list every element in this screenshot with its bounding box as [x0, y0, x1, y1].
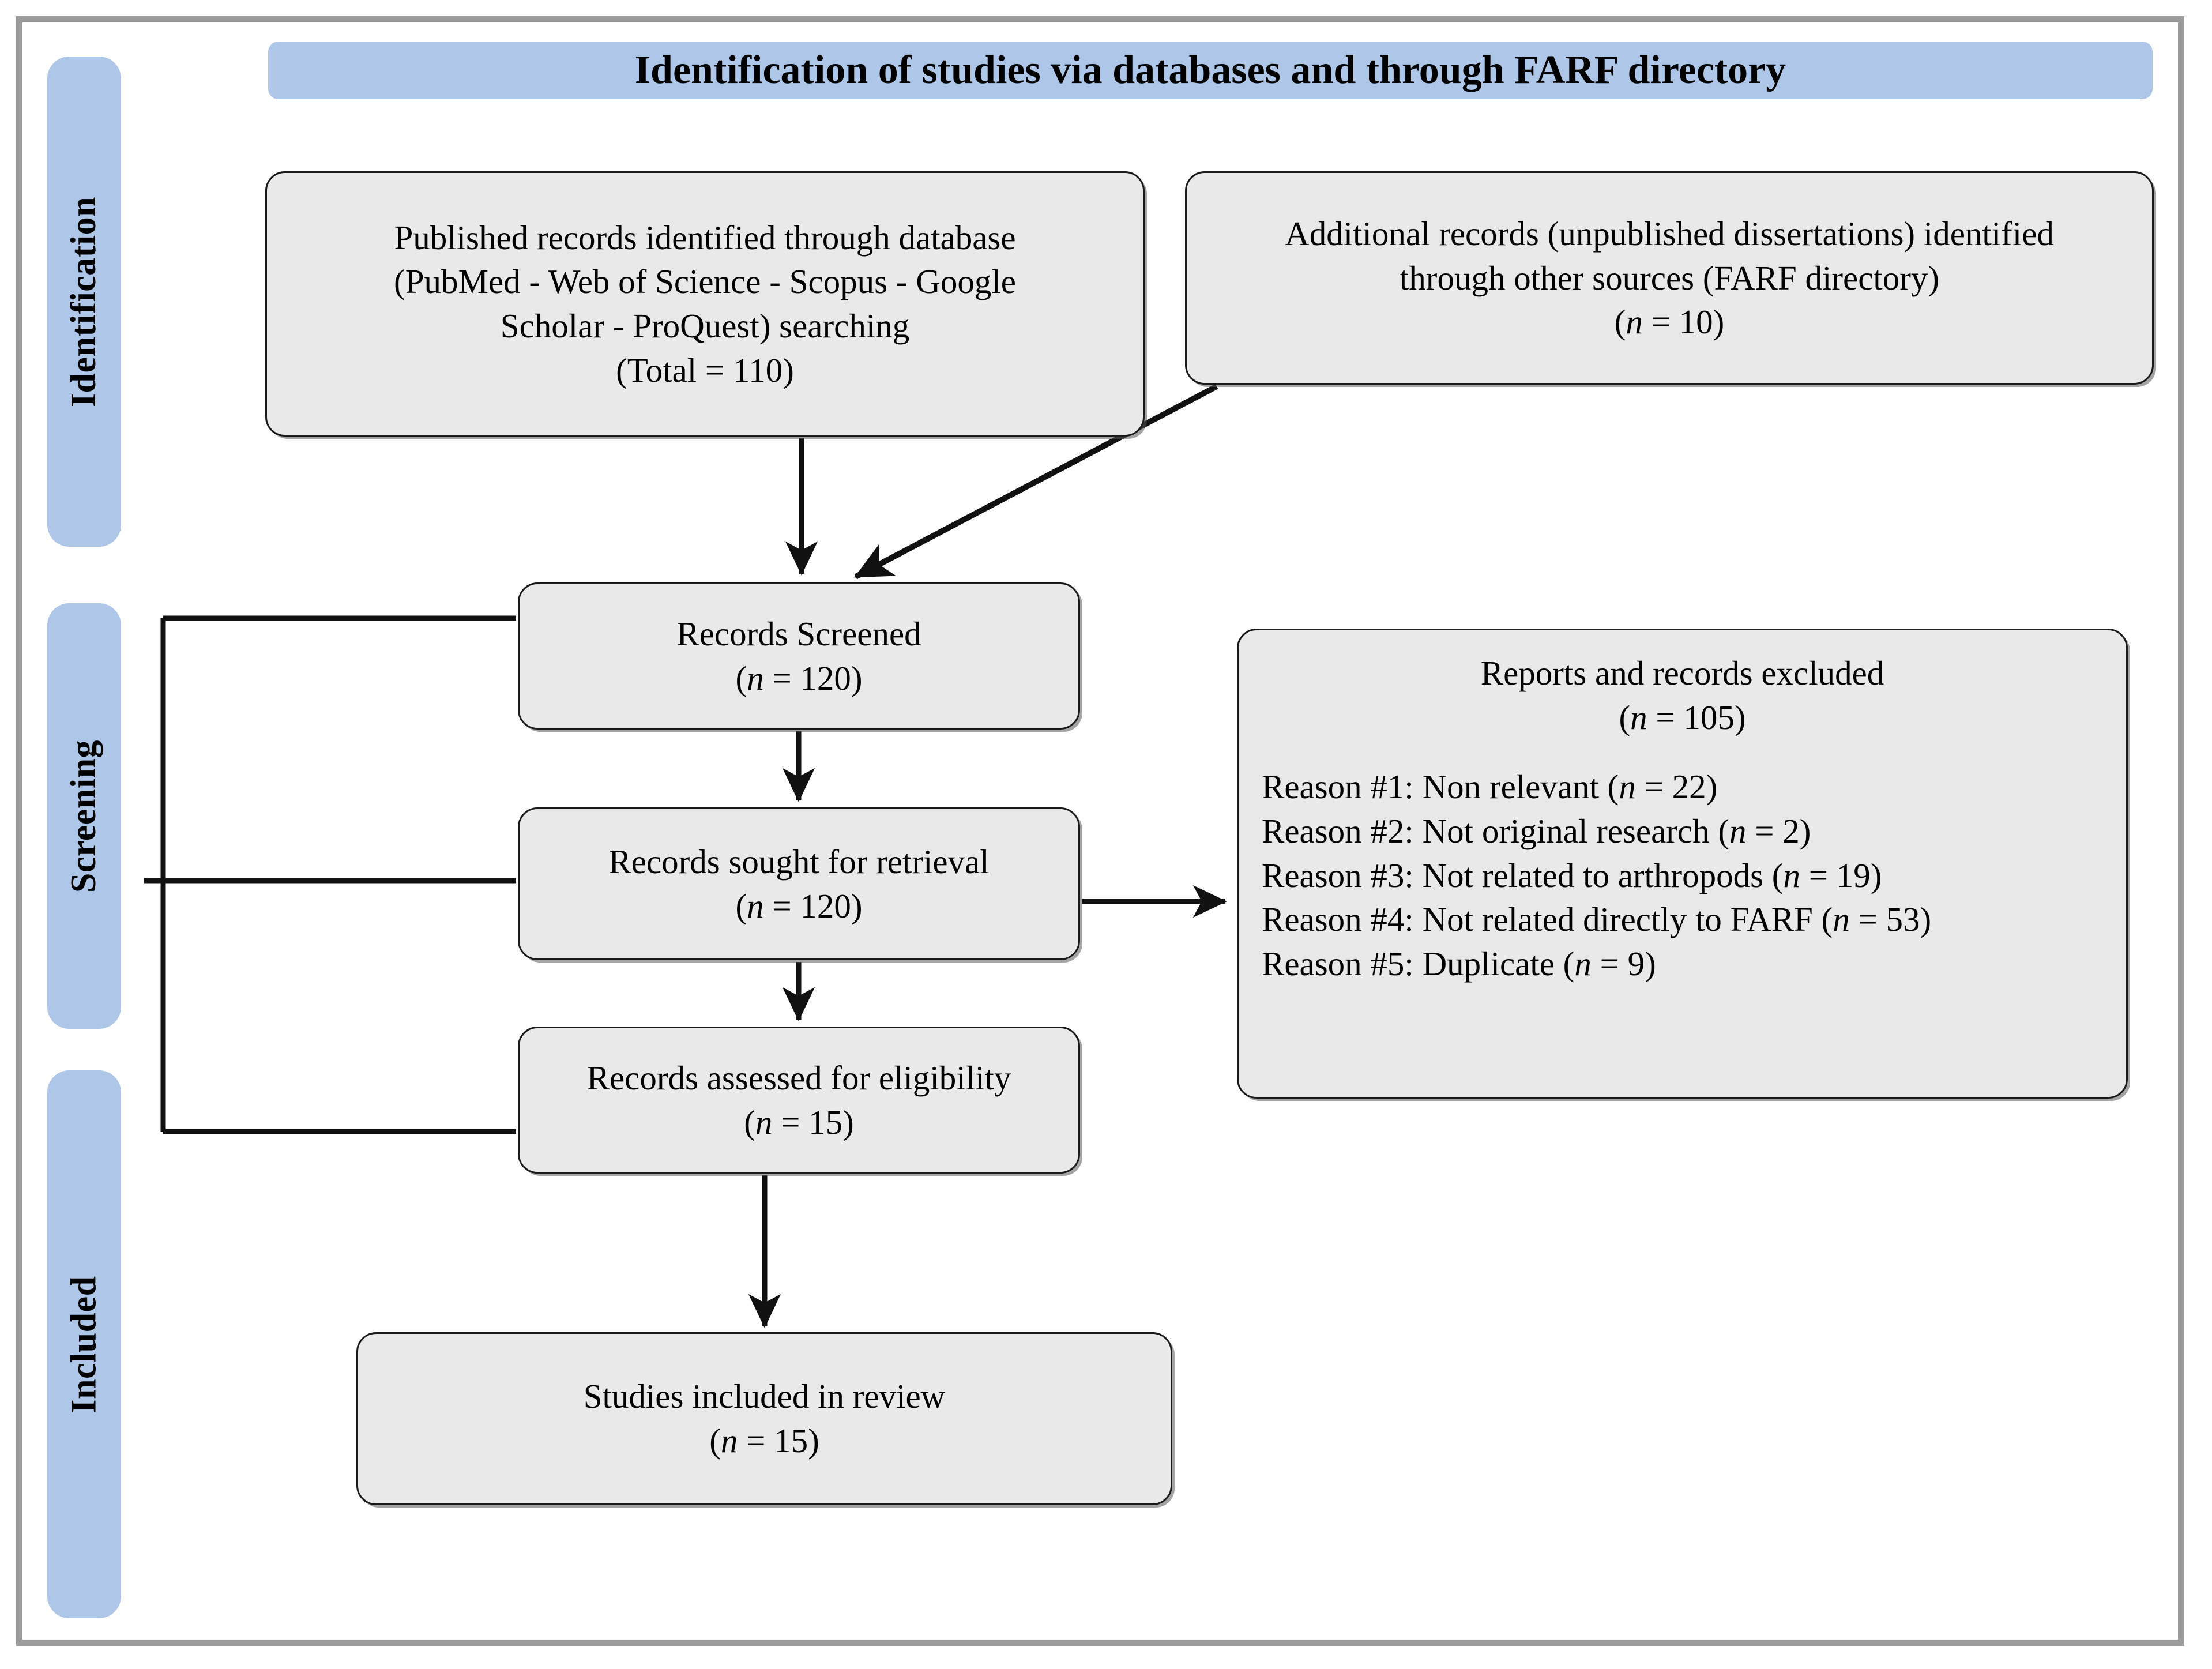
- sought-count-n: n: [747, 886, 764, 925]
- stage-label-identification: Identification: [64, 196, 104, 407]
- reason-5-label: Reason #5: Duplicate (: [1262, 945, 1575, 983]
- stage-label-screening: Screening: [64, 739, 104, 893]
- excluded-count-open: (: [1619, 698, 1631, 736]
- box-records-sought: Records sought for retrieval (n = 120): [518, 807, 1080, 960]
- assessed-count-n: n: [755, 1103, 773, 1141]
- excluded-spacer: [1262, 739, 2103, 765]
- box-additional-records: Additional records (unpublished disserta…: [1185, 171, 2154, 385]
- sought-count-open: (: [735, 886, 747, 925]
- stage-label-included: Included: [64, 1275, 104, 1414]
- box-published-records: Published records identified through dat…: [265, 171, 1145, 437]
- stage-band-screening: Screening: [47, 603, 121, 1029]
- excluded-count: (n = 105): [1262, 696, 2103, 740]
- diagram-title: Identification of studies via databases …: [634, 48, 1786, 92]
- additional-count-n: n: [1626, 303, 1643, 341]
- excluded-reason-2: Reason #2: Not original research (n = 2): [1262, 809, 2103, 854]
- excluded-title: Reports and records excluded: [1480, 654, 1884, 692]
- reason-1-label: Reason #1: Non relevant (: [1262, 768, 1619, 806]
- included-count-n: n: [720, 1422, 738, 1460]
- screened-count-n: n: [747, 659, 764, 697]
- reason-4-n: n: [1833, 900, 1850, 939]
- included-count-value: = 15): [738, 1422, 819, 1460]
- records-screened-count: (n = 120): [735, 656, 862, 701]
- excluded-reason-1: Reason #1: Non relevant (n = 22): [1262, 765, 2103, 809]
- diagram-title-banner: Identification of studies via databases …: [268, 42, 2153, 99]
- additional-records-count: (n = 10): [1615, 300, 1725, 344]
- records-sought-count: (n = 120): [735, 884, 862, 929]
- reason-2-value: = 2): [1746, 812, 1811, 851]
- screened-count-open: (: [735, 659, 747, 697]
- box-reports-excluded: Reports and records excluded (n = 105) R…: [1237, 629, 2128, 1099]
- reason-4-label: Reason #4: Not related directly to FARF …: [1262, 900, 1833, 939]
- published-records-line-1: Published records identified through dat…: [394, 218, 1016, 257]
- reason-3-label: Reason #3: Not related to arthropods (: [1262, 856, 1784, 894]
- excluded-count-value: = 105): [1647, 698, 1746, 736]
- studies-included-title: Studies included in review: [583, 1377, 946, 1416]
- stage-band-identification: Identification: [47, 57, 121, 547]
- stage-band-included: Included: [47, 1070, 121, 1618]
- additional-records-line-2: through other sources (FARF directory): [1399, 258, 1940, 297]
- records-assessed-count: (n = 15): [744, 1100, 854, 1145]
- sought-count-value: = 120): [763, 886, 863, 925]
- reason-2-label: Reason #2: Not original research (: [1262, 812, 1729, 851]
- records-sought-title: Records sought for retrieval: [608, 842, 990, 881]
- included-count-open: (: [709, 1422, 721, 1460]
- screened-count-value: = 120): [763, 659, 863, 697]
- excluded-reason-5: Reason #5: Duplicate (n = 9): [1262, 942, 2103, 986]
- reason-1-value: = 22): [1635, 768, 1718, 806]
- assessed-count-open: (: [744, 1103, 755, 1141]
- reason-2-n: n: [1729, 812, 1747, 851]
- excluded-count-n: n: [1630, 698, 1647, 736]
- published-records-line-3: Scholar - ProQuest) searching: [500, 307, 910, 345]
- records-assessed-title: Records assessed for eligibility: [586, 1058, 1011, 1097]
- box-records-screened: Records Screened (n = 120): [518, 582, 1080, 730]
- additional-records-line-1: Additional records (unpublished disserta…: [1285, 214, 2054, 253]
- reason-5-value: = 9): [1591, 945, 1656, 983]
- assessed-count-value: = 15): [772, 1103, 854, 1141]
- additional-count-open: (: [1614, 303, 1626, 341]
- studies-included-count: (n = 15): [709, 1419, 819, 1463]
- excluded-reason-3: Reason #3: Not related to arthropods (n …: [1262, 854, 2103, 898]
- reason-3-n: n: [1783, 856, 1800, 894]
- additional-count-value: = 10): [1642, 303, 1725, 341]
- box-records-assessed: Records assessed for eligibility (n = 15…: [518, 1027, 1080, 1174]
- reason-1-n: n: [1619, 768, 1636, 806]
- reason-3-value: = 19): [1800, 856, 1882, 894]
- reason-4-value: = 53): [1849, 900, 1932, 939]
- records-screened-title: Records Screened: [676, 614, 921, 653]
- published-records-line-2: (PubMed - Web of Science - Scopus - Goog…: [394, 262, 1016, 301]
- published-records-total: (Total = 110): [616, 351, 794, 389]
- box-studies-included: Studies included in review (n = 15): [356, 1332, 1172, 1505]
- excluded-reason-4: Reason #4: Not related directly to FARF …: [1262, 897, 2103, 942]
- reason-5-n: n: [1574, 945, 1592, 983]
